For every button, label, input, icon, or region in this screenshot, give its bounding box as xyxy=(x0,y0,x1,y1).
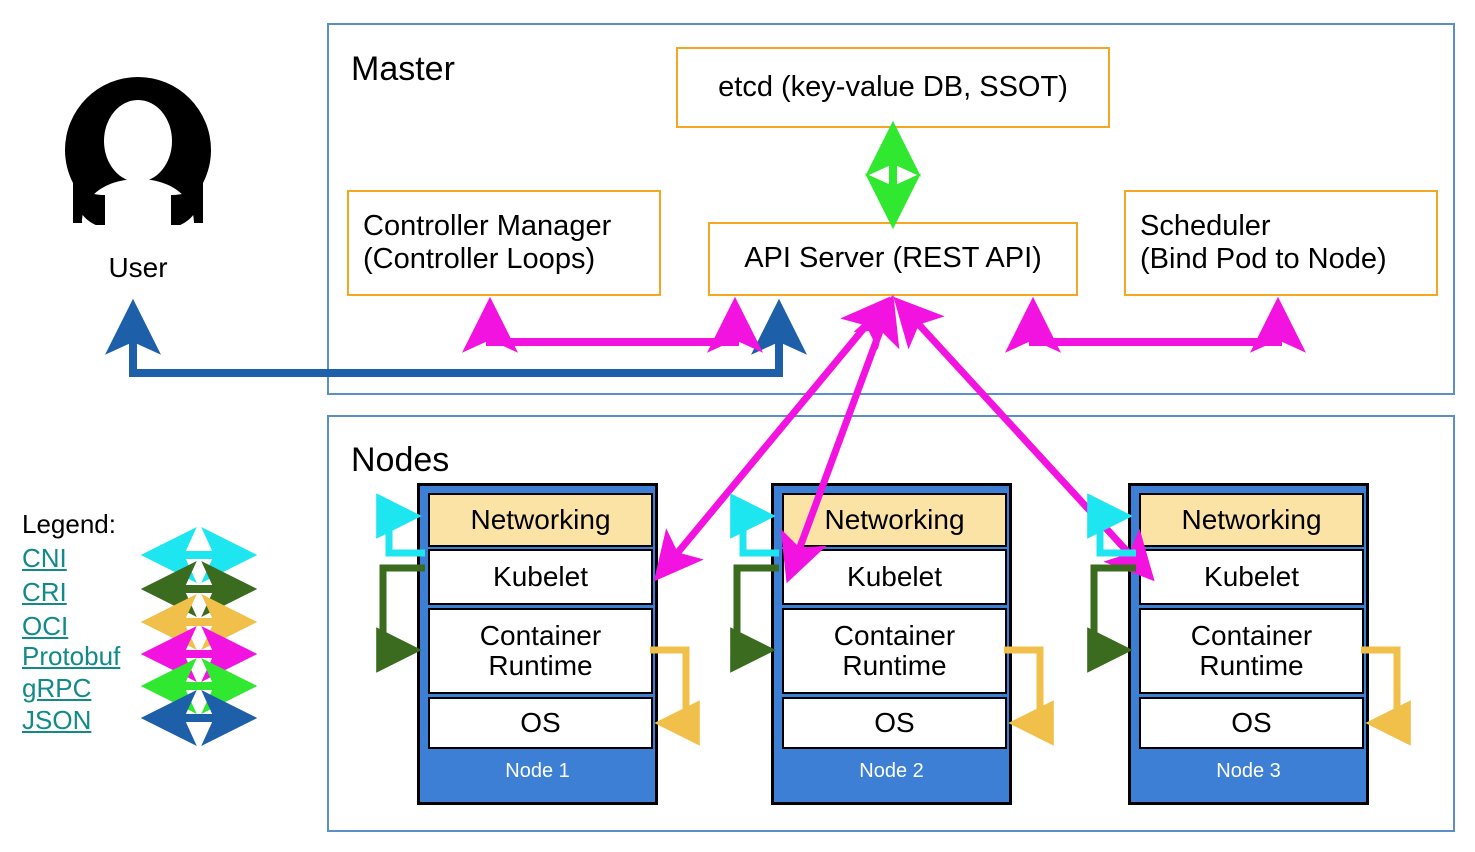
node-2-kubelet-label: Kubelet xyxy=(847,560,942,592)
node-2-runtime-row[interactable]: Container Runtime xyxy=(782,608,1007,694)
node-1-runtime-row[interactable]: Container Runtime xyxy=(428,608,653,694)
legend-item-grpc[interactable]: gRPC xyxy=(22,673,92,703)
node-3-kubelet-label: Kubelet xyxy=(1204,560,1299,592)
node-2-networking-row[interactable]: Networking xyxy=(782,493,1007,547)
node-1-os-row[interactable]: OS xyxy=(428,697,653,749)
legend-item-cni[interactable]: CNI xyxy=(22,543,67,573)
node-1-kubelet-label: Kubelet xyxy=(493,560,588,592)
api-server-label: API Server (REST API) xyxy=(744,242,1042,275)
node-3-label: Node 3 xyxy=(1216,760,1281,782)
node-2-kubelet-row[interactable]: Kubelet xyxy=(782,549,1007,605)
master-panel-title: Master xyxy=(351,50,455,88)
node-3-runtime-row[interactable]: Container Runtime xyxy=(1139,608,1364,694)
node-3-networking-row[interactable]: Networking xyxy=(1139,493,1364,547)
node-2-networking-label: Networking xyxy=(824,503,965,535)
node-1-label: Node 1 xyxy=(505,760,570,782)
legend-title: Legend: xyxy=(22,509,116,539)
user-label: User xyxy=(108,252,168,283)
node-2-card[interactable]: Networking Kubelet Container Runtime OS … xyxy=(771,483,1012,805)
node-3-os-row[interactable]: OS xyxy=(1139,697,1364,749)
node-1-card[interactable]: Networking Kubelet Container Runtime OS … xyxy=(417,483,658,805)
node-2-os-label: OS xyxy=(874,706,915,738)
node-3-runtime-label: Container Runtime xyxy=(1190,619,1313,681)
etcd-box[interactable]: etcd (key-value DB, SSOT) xyxy=(676,47,1110,128)
legend-item-oci[interactable]: OCI xyxy=(22,611,69,641)
node-1-os-label: OS xyxy=(520,706,561,738)
node-1-runtime-label: Container Runtime xyxy=(479,619,602,681)
node-3-networking-label: Networking xyxy=(1181,503,1322,535)
legend-item-protobuf[interactable]: Protobuf xyxy=(22,641,121,671)
node-1-networking-row[interactable]: Networking xyxy=(428,493,653,547)
scheduler-line1: Scheduler xyxy=(1140,209,1271,242)
controller-manager-box[interactable]: Controller Manager (Controller Loops) xyxy=(347,190,661,296)
legend-item-cri[interactable]: CRI xyxy=(22,577,67,607)
node-2-label: Node 2 xyxy=(859,760,924,782)
controller-manager-line2: (Controller Loops) xyxy=(363,243,596,275)
node-3-card[interactable]: Networking Kubelet Container Runtime OS … xyxy=(1128,483,1369,805)
legend-item-json[interactable]: JSON xyxy=(22,705,92,735)
node-3-kubelet-row[interactable]: Kubelet xyxy=(1139,549,1364,605)
scheduler-line2: (Bind Pod to Node) xyxy=(1140,243,1387,275)
scheduler-box[interactable]: Scheduler (Bind Pod to Node) xyxy=(1124,190,1438,296)
user-avatar-icon xyxy=(63,75,213,227)
node-1-kubelet-row[interactable]: Kubelet xyxy=(428,549,653,605)
api-server-box[interactable]: API Server (REST API) xyxy=(708,222,1078,296)
nodes-panel-title: Nodes xyxy=(351,441,450,479)
node-2-os-row[interactable]: OS xyxy=(782,697,1007,749)
controller-manager-line1: Controller Manager xyxy=(363,209,612,242)
node-2-runtime-label: Container Runtime xyxy=(833,619,956,681)
node-3-os-label: OS xyxy=(1231,706,1272,738)
etcd-label: etcd (key-value DB, SSOT) xyxy=(718,70,1068,103)
node-1-networking-label: Networking xyxy=(470,503,611,535)
